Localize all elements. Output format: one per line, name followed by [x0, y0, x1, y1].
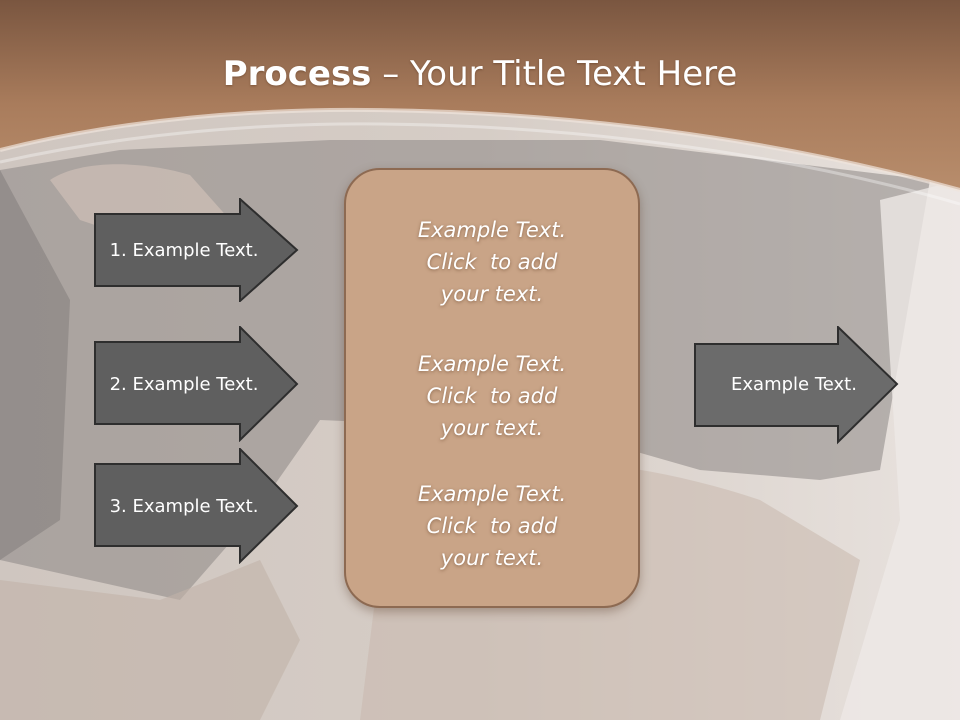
slide-title[interactable]: Process – Your Title Text Here [0, 52, 960, 96]
center-text-line: Click to add [426, 250, 558, 274]
center-text-box[interactable]: Example Text. Click to add your text. Ex… [344, 168, 640, 608]
step-arrow-label: 2. Example Text. [109, 373, 259, 395]
center-text-block-2[interactable]: Example Text. Click to add your text. [346, 348, 638, 444]
title-bold: Process [222, 54, 372, 94]
center-text-block-3[interactable]: Example Text. Click to add your text. [346, 478, 638, 574]
arrow-shape-icon [94, 448, 299, 564]
step-arrow-label: 1. Example Text. [109, 239, 259, 261]
center-text-line: Click to add [426, 514, 558, 538]
step-arrow-label: 3. Example Text. [109, 495, 259, 517]
center-text-line: your text. [440, 416, 544, 440]
title-rest: – Your Title Text Here [371, 54, 738, 94]
step-arrow-1[interactable]: 1. Example Text. [94, 198, 299, 302]
center-text-line: your text. [440, 546, 544, 570]
center-text-line: Example Text. [417, 482, 567, 506]
center-text-block-1[interactable]: Example Text. Click to add your text. [346, 214, 638, 310]
arrow-shape-icon [94, 326, 299, 442]
center-text-line: Example Text. [417, 218, 567, 242]
step-arrow-2[interactable]: 2. Example Text. [94, 326, 299, 442]
arrow-shape-icon [94, 198, 299, 302]
step-arrow-3[interactable]: 3. Example Text. [94, 448, 299, 564]
arrow-shape-icon [694, 326, 899, 445]
center-text-line: Click to add [426, 384, 558, 408]
result-arrow-label: Example Text. [731, 373, 857, 395]
result-arrow[interactable]: Example Text. [694, 326, 899, 445]
center-text-line: Example Text. [417, 352, 567, 376]
center-text-line: your text. [440, 282, 544, 306]
